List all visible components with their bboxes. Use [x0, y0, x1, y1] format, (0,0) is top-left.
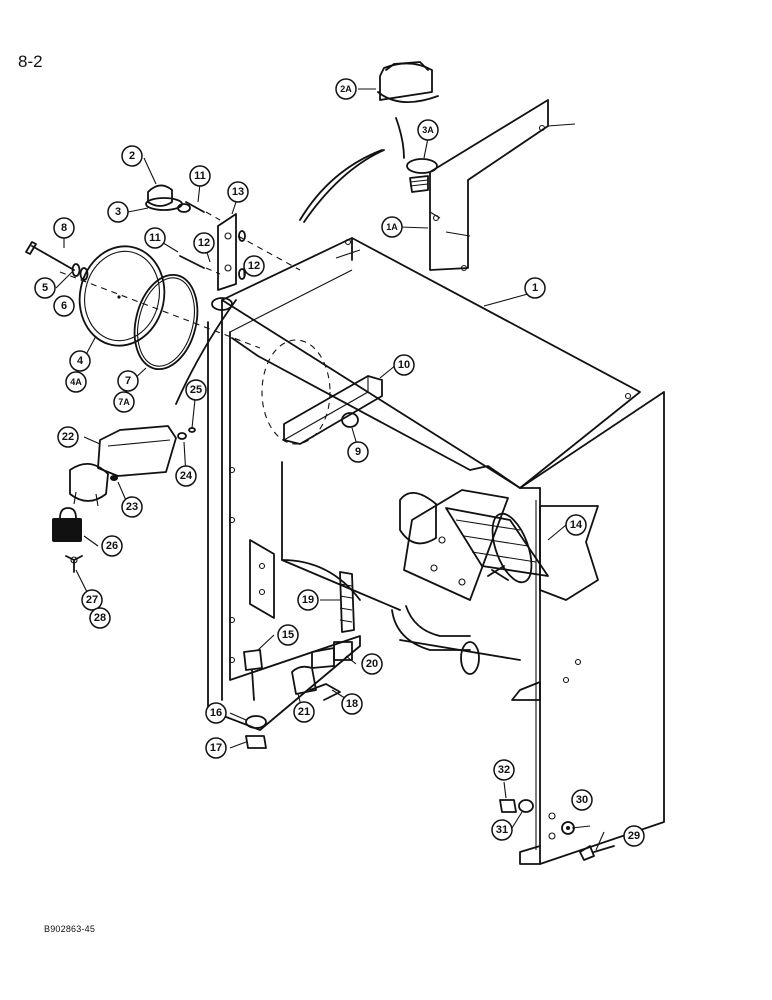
callout-8: 8: [53, 217, 75, 239]
svg-text:7A: 7A: [118, 397, 130, 407]
svg-text:20: 20: [366, 658, 378, 670]
callout-17: 17: [205, 737, 227, 759]
svg-text:28: 28: [94, 612, 106, 624]
callout-3: 3: [107, 201, 129, 223]
svg-text:10: 10: [398, 359, 410, 371]
callout-15: 15: [277, 624, 299, 646]
svg-text:25: 25: [190, 384, 202, 396]
svg-text:31: 31: [496, 824, 508, 836]
svg-text:4A: 4A: [70, 377, 82, 387]
callout-26: 26: [101, 535, 123, 557]
svg-text:1A: 1A: [386, 222, 398, 232]
svg-text:27: 27: [86, 594, 98, 606]
callout-3a: 3A: [417, 119, 439, 141]
svg-text:29: 29: [628, 830, 640, 842]
reservoir-tank: [207, 237, 665, 865]
svg-text:30: 30: [576, 794, 588, 806]
drain-assembly: [243, 539, 505, 749]
svg-text:14: 14: [570, 519, 583, 531]
svg-text:8: 8: [61, 222, 67, 234]
callout-32: 32: [493, 759, 515, 781]
svg-text:23: 23: [126, 501, 138, 513]
callout-12-left: 12: [193, 232, 215, 254]
svg-text:11: 11: [194, 170, 206, 182]
svg-text:16: 16: [210, 707, 222, 719]
svg-text:32: 32: [498, 764, 510, 776]
svg-text:2A: 2A: [340, 84, 352, 94]
svg-text:17: 17: [210, 742, 222, 754]
filter-assembly: [399, 489, 599, 601]
callout-29: 29: [623, 825, 645, 847]
callout-4a: 4A: [65, 371, 87, 393]
callout-24: 24: [175, 465, 197, 487]
svg-text:5: 5: [42, 282, 48, 294]
callout-10: 10: [393, 354, 415, 376]
callout-11-upper: 11: [189, 165, 211, 187]
callout-13: 13: [227, 181, 249, 203]
svg-text:11: 11: [149, 232, 161, 244]
callout-12-right: 12: [243, 255, 265, 277]
svg-text:18: 18: [346, 698, 358, 710]
padlock-assembly: [52, 507, 83, 573]
svg-text:26: 26: [106, 540, 118, 552]
callout-4: 4: [69, 350, 91, 372]
support-bar: [283, 375, 383, 445]
filler-neck-assembly: [299, 61, 576, 272]
callout-28: 28: [89, 607, 111, 629]
page-number: 8-2: [18, 52, 43, 71]
svg-text:9: 9: [355, 446, 361, 458]
svg-text:12: 12: [248, 260, 260, 272]
callout-1: 1: [524, 277, 546, 299]
callout-25: 25: [185, 379, 207, 401]
hose-line-upper: [303, 149, 385, 223]
cover-assembly: [25, 184, 301, 371]
svg-text:2: 2: [129, 150, 135, 162]
svg-text:7: 7: [125, 375, 131, 387]
callout-5: 5: [34, 277, 56, 299]
callout-22: 22: [57, 426, 79, 448]
svg-text:15: 15: [282, 629, 294, 641]
svg-text:12: 12: [198, 237, 210, 249]
svg-text:1: 1: [532, 282, 538, 294]
callout-16: 16: [205, 702, 227, 724]
callout-1a: 1A: [381, 216, 403, 238]
svg-text:24: 24: [180, 470, 193, 482]
callout-18: 18: [341, 693, 363, 715]
callout-20: 20: [361, 653, 383, 675]
svg-text:13: 13: [232, 186, 244, 198]
svg-text:4: 4: [77, 355, 84, 367]
svg-text:22: 22: [62, 431, 74, 443]
callout-11-lower: 11: [144, 227, 166, 249]
callout-2: 2: [121, 145, 143, 167]
callout-27: 27: [81, 589, 103, 611]
callout-7: 7: [117, 370, 139, 392]
callout-14: 14: [565, 514, 587, 536]
callout-6: 6: [53, 295, 75, 317]
callout-21: 21: [293, 701, 315, 723]
svg-text:19: 19: [302, 594, 314, 606]
callout-2a: 2A: [335, 78, 357, 100]
callout-31: 31: [491, 819, 513, 841]
mounting-hardware: [499, 799, 615, 861]
callout-leaders: [55, 88, 605, 851]
svg-text:3: 3: [115, 206, 121, 218]
callout-30: 30: [571, 789, 593, 811]
document-reference: B902863-45: [44, 924, 96, 934]
callout-9: 9: [347, 441, 369, 463]
callout-19: 19: [297, 589, 319, 611]
callout-7a: 7A: [113, 391, 135, 413]
svg-text:6: 6: [61, 300, 67, 312]
breather-assembly: [69, 425, 196, 507]
svg-text:21: 21: [298, 706, 310, 718]
hose-line: [175, 299, 237, 405]
svg-text:3A: 3A: [422, 125, 434, 135]
callout-23: 23: [121, 496, 143, 518]
